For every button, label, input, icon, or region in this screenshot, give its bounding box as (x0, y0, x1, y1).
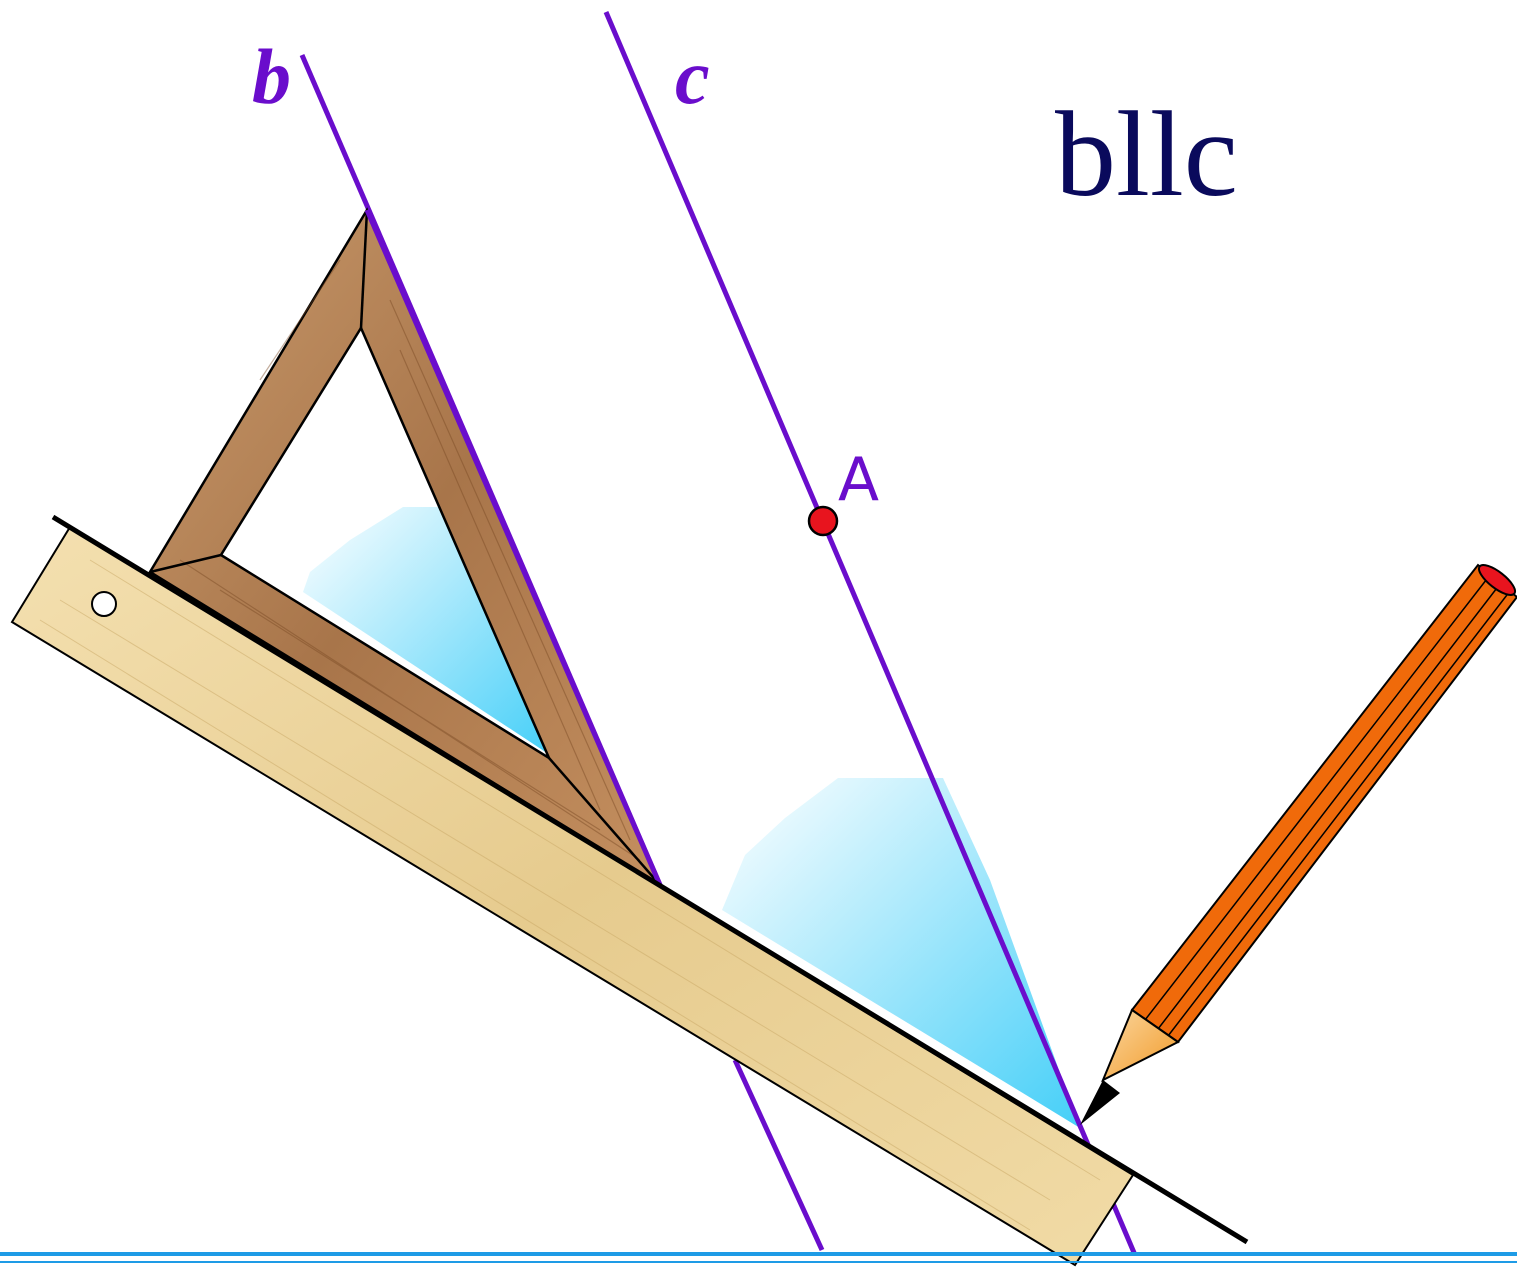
line-b-edge (364, 209, 663, 886)
angle-shading-lower (722, 778, 1080, 1128)
label-b: b (252, 33, 291, 120)
label-c: c (675, 33, 710, 120)
point-a (807, 505, 839, 537)
line-b-lower (732, 1058, 825, 1252)
relation-label: bllc (1055, 87, 1238, 222)
ruler-edge-line (51, 514, 1249, 1245)
angle-shading-upper (303, 507, 550, 755)
label-point-a: A (838, 445, 879, 515)
line-c (603, 11, 1138, 1256)
pencil-icon (1080, 563, 1517, 1125)
ruler-hole (91, 591, 117, 617)
